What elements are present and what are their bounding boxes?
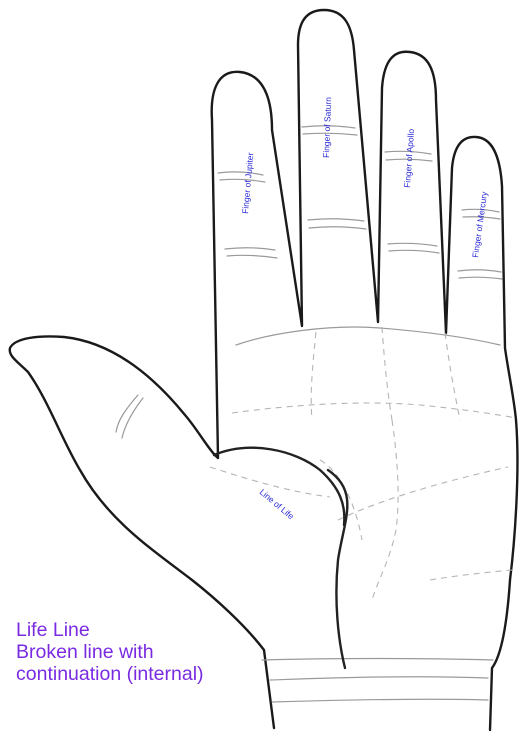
finger-creases <box>218 126 502 279</box>
mount-boundaries <box>210 327 516 600</box>
caption: Life Line Broken line with continuation … <box>16 619 204 685</box>
caption-title: Life Line <box>16 619 204 641</box>
finger-of-mercury-label: Finger of Mercury <box>470 190 489 258</box>
finger-of-apollo-label: Finger of Apollo <box>402 128 416 188</box>
line-of-life-label: Line of Life <box>258 487 296 522</box>
caption-line-2: Broken line with <box>16 641 204 663</box>
caption-line-3: continuation (internal) <box>16 663 204 685</box>
life-line <box>214 448 347 668</box>
finger-of-jupiter-label: Finger of Jupiter <box>240 152 255 214</box>
finger-of-saturn-label: Finger of Saturn <box>321 97 333 159</box>
